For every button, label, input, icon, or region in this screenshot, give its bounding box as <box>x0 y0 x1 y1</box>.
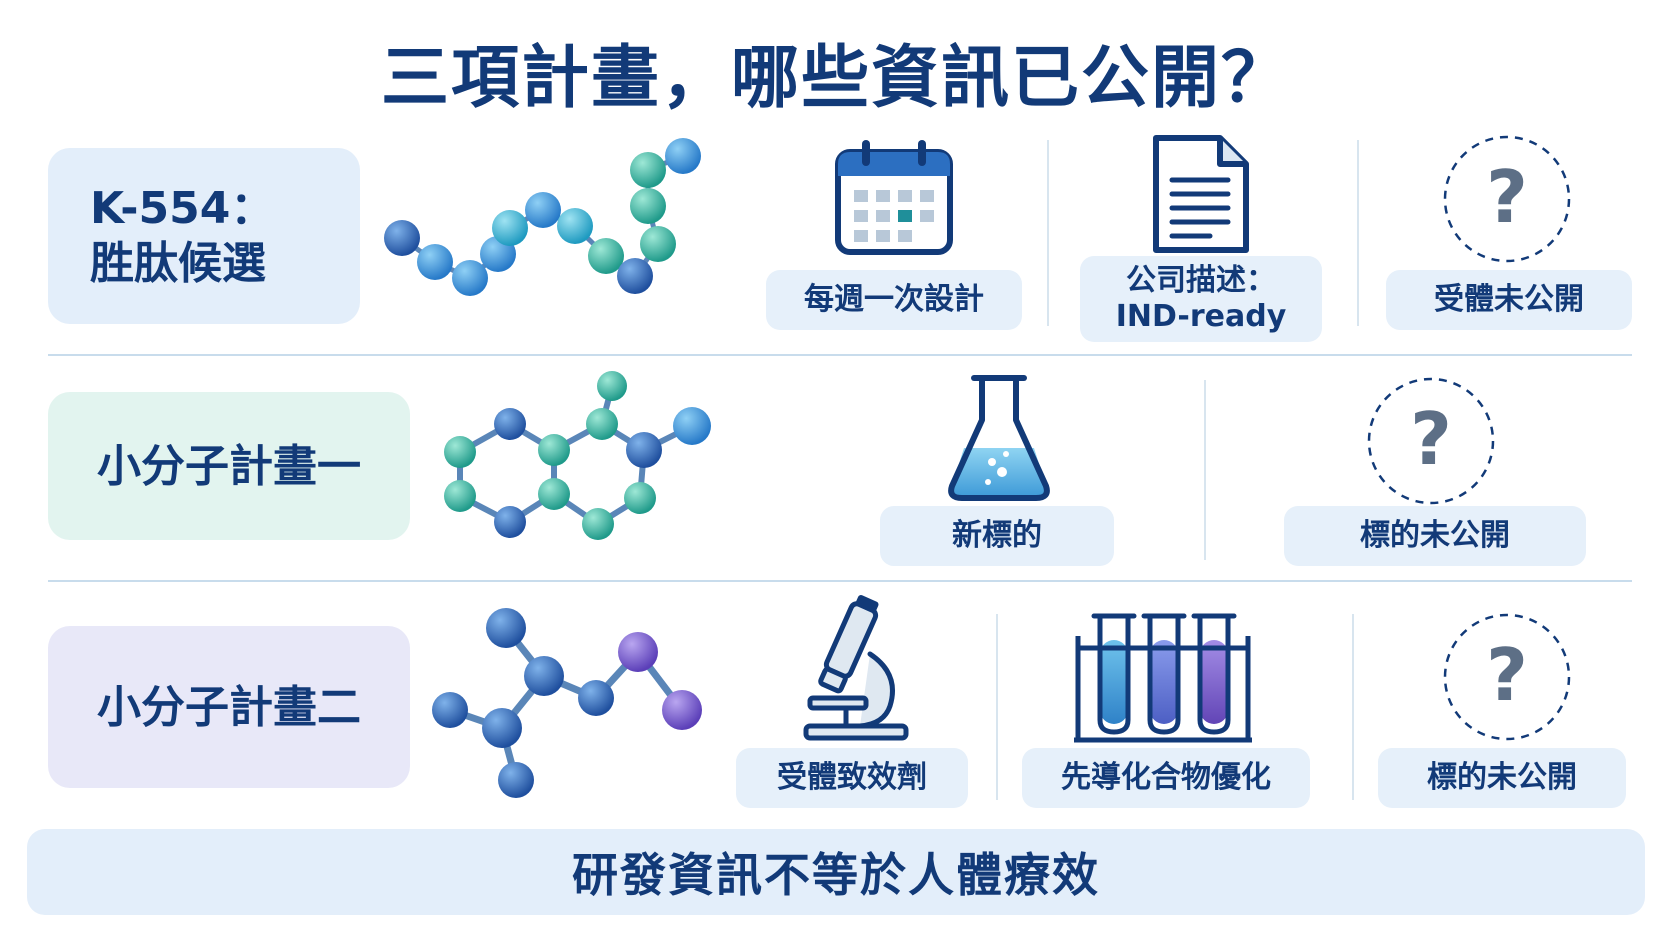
branched-molecule-icon <box>432 608 702 798</box>
test-tubes-icon <box>1074 613 1252 743</box>
pill-lead-optimization: 先導化合物優化 <box>1022 748 1310 808</box>
row-label-small-molecule-2: 小分子計畫二 <box>48 626 410 788</box>
row-label-small-molecule-1: 小分子計畫一 <box>48 392 410 540</box>
question-icon: ? <box>1443 613 1571 741</box>
row-label-k554-line2: 胜肽候選 <box>90 238 266 289</box>
fused-ring-molecule-icon <box>444 371 711 540</box>
pill-target-undisclosed-1: 標的未公開 <box>1284 506 1586 566</box>
row1-col-divider-1 <box>1047 140 1049 326</box>
document-icon <box>1153 135 1249 253</box>
pill-weekly-design: 每週一次設計 <box>766 270 1022 330</box>
peptide-chain-icon <box>384 138 701 296</box>
pill-target-undisclosed-2: 標的未公開 <box>1378 748 1626 808</box>
microscope-icon <box>803 595 909 741</box>
row3-col-divider-1 <box>996 614 998 800</box>
row-divider-2 <box>48 580 1632 582</box>
row2-col-divider <box>1204 380 1206 560</box>
svg-text:?: ? <box>1486 155 1528 239</box>
flask-icon <box>948 375 1050 501</box>
question-icon: ? <box>1367 377 1495 505</box>
pill-receptor-undisclosed: 受體未公開 <box>1386 270 1632 330</box>
row-label-k554-line1: K-554： <box>90 183 275 234</box>
pill-receptor-agonist: 受體致效劑 <box>736 748 968 808</box>
pill-ind-ready: 公司描述： IND-ready <box>1080 256 1322 342</box>
svg-text:?: ? <box>1486 633 1528 717</box>
svg-text:?: ? <box>1410 397 1452 481</box>
pill-novel-target: 新標的 <box>880 506 1114 566</box>
row-label-k554: K-554： 胜肽候選 <box>48 148 360 324</box>
row1-col-divider-2 <box>1357 140 1359 326</box>
row-divider-1 <box>48 354 1632 356</box>
calendar-icon <box>835 140 953 255</box>
pill-ind-ready-line2: IND-ready <box>1115 299 1287 334</box>
pill-ind-ready-line1: 公司描述： <box>1126 263 1276 298</box>
row3-col-divider-2 <box>1352 614 1354 800</box>
footer-text: 研發資訊不等於人體療效 <box>572 848 1100 902</box>
question-icon: ? <box>1443 135 1571 263</box>
footer-banner: 研發資訊不等於人體療效 <box>27 829 1645 915</box>
page-title: 三項計畫，哪些資訊已公開？ <box>380 39 1291 118</box>
